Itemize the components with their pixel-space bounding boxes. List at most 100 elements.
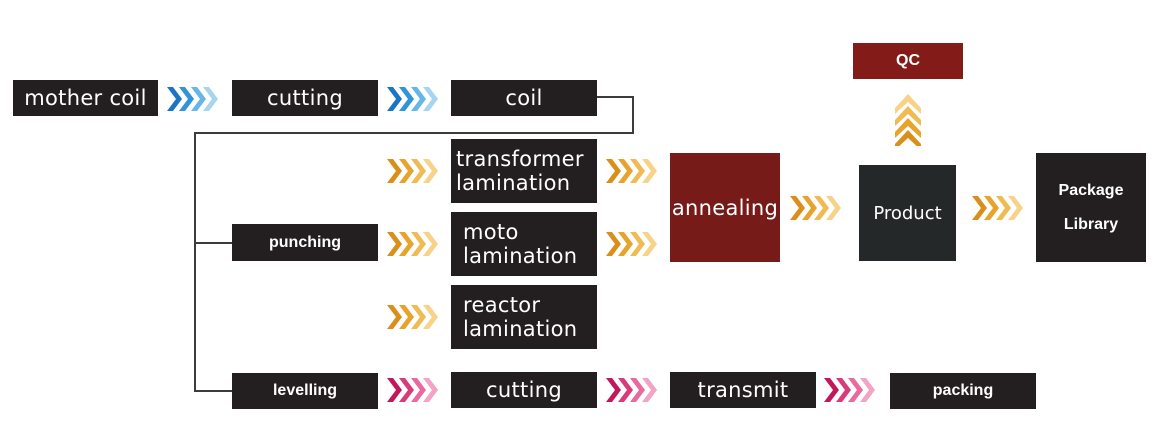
chevron-segment	[423, 378, 438, 402]
chevron-segment	[630, 378, 645, 402]
chevron-segment	[411, 87, 426, 111]
node-label: transmit	[697, 378, 789, 402]
node-label: Product	[873, 202, 942, 224]
chevron-segment	[606, 378, 621, 402]
chevron-segment	[423, 232, 438, 256]
chevron-right-icon	[790, 196, 841, 220]
chevron-segment	[191, 87, 206, 111]
node-label-line-1: Package	[1058, 181, 1124, 199]
node-label: punching	[269, 233, 341, 251]
chevron-segment	[399, 159, 414, 183]
node-label-line-1: moto	[463, 220, 519, 244]
chevron-segment	[167, 87, 182, 111]
chevron-segment	[826, 196, 841, 220]
chevron-segment	[984, 196, 999, 220]
connector-to-punching	[194, 242, 232, 244]
chevron-segment	[642, 232, 657, 256]
chevron-segment	[399, 232, 414, 256]
chevron-right-icon	[387, 87, 438, 111]
chevron-segment	[411, 378, 426, 402]
chevron-segment	[642, 159, 657, 183]
chevron-right-icon	[972, 196, 1023, 220]
chevron-right-icon	[387, 232, 438, 256]
chevron-segment	[179, 87, 194, 111]
node-mother-coil: mother coil	[13, 80, 158, 116]
node-product: Product	[859, 165, 956, 261]
chevron-segment	[203, 87, 218, 111]
node-moto-lamination: moto lamination	[451, 212, 597, 276]
chevron-up-icon	[895, 94, 921, 146]
connector-top-horizontal	[194, 132, 634, 134]
chevron-segment	[802, 196, 817, 220]
chevron-segment	[618, 378, 633, 402]
connector-to-levelling	[194, 390, 232, 392]
node-label: packing	[932, 382, 994, 399]
chevron-segment	[399, 378, 414, 402]
chevron-segment	[996, 196, 1011, 220]
node-label: annealing	[671, 195, 779, 220]
chevron-segment	[895, 106, 921, 126]
node-label-line-1: transformer	[456, 147, 584, 171]
chevron-segment	[642, 378, 657, 402]
node-levelling: levelling	[232, 373, 378, 409]
chevron-right-icon	[387, 378, 438, 402]
node-cutting-bottom: cutting	[451, 372, 597, 408]
chevron-segment	[824, 378, 839, 402]
node-label: QC	[896, 52, 920, 69]
chevron-segment	[411, 159, 426, 183]
node-transmit: transmit	[670, 372, 816, 408]
chevron-segment	[790, 196, 805, 220]
chevron-segment	[387, 159, 402, 183]
chevron-segment	[606, 232, 621, 256]
node-transformer-lamination: transformer lamination	[451, 139, 597, 203]
node-label: mother coil	[24, 86, 147, 110]
chevron-segment	[423, 87, 438, 111]
node-label: levelling	[272, 382, 338, 399]
chevron-segment	[895, 118, 921, 138]
chevron-right-icon	[606, 378, 657, 402]
chevron-segment	[630, 159, 645, 183]
chevron-segment	[895, 130, 921, 146]
chevron-right-icon	[824, 378, 875, 402]
chevron-segment	[1008, 196, 1023, 220]
node-label-line-2: lamination	[463, 244, 578, 268]
node-label: coil	[505, 86, 543, 110]
chevron-segment	[387, 378, 402, 402]
node-cutting-top: cutting	[232, 80, 378, 116]
chevron-segment	[411, 305, 426, 329]
node-label: cutting	[486, 378, 562, 402]
chevron-segment	[814, 196, 829, 220]
node-reactor-lamination: reactor lamination	[451, 285, 597, 349]
chevron-segment	[387, 305, 402, 329]
node-label-line-2: lamination	[456, 171, 571, 195]
chevron-right-icon	[387, 305, 438, 329]
node-label-line-2: lamination	[463, 317, 578, 341]
node-packing: packing	[890, 373, 1036, 409]
chevron-right-icon	[387, 159, 438, 183]
connector-coil-right	[597, 96, 634, 98]
node-package-library: Package Library	[1036, 153, 1146, 262]
chevron-segment	[895, 94, 921, 114]
node-annealing: annealing	[670, 153, 780, 262]
chevron-segment	[411, 232, 426, 256]
chevron-right-icon	[167, 87, 218, 111]
node-label: cutting	[267, 86, 343, 110]
chevron-segment	[399, 305, 414, 329]
node-qc: QC	[853, 43, 963, 79]
node-coil: coil	[451, 80, 597, 116]
chevron-segment	[399, 87, 414, 111]
chevron-right-icon	[606, 159, 657, 183]
chevron-segment	[630, 232, 645, 256]
chevron-segment	[860, 378, 875, 402]
chevron-segment	[848, 378, 863, 402]
node-punching: punching	[232, 224, 378, 261]
chevron-right-icon	[606, 232, 657, 256]
chevron-segment	[618, 232, 633, 256]
chevron-segment	[423, 305, 438, 329]
node-label-line-1: reactor	[463, 293, 541, 317]
chevron-segment	[836, 378, 851, 402]
chevron-segment	[387, 232, 402, 256]
chevron-segment	[606, 159, 621, 183]
chevron-segment	[618, 159, 633, 183]
chevron-segment	[423, 159, 438, 183]
